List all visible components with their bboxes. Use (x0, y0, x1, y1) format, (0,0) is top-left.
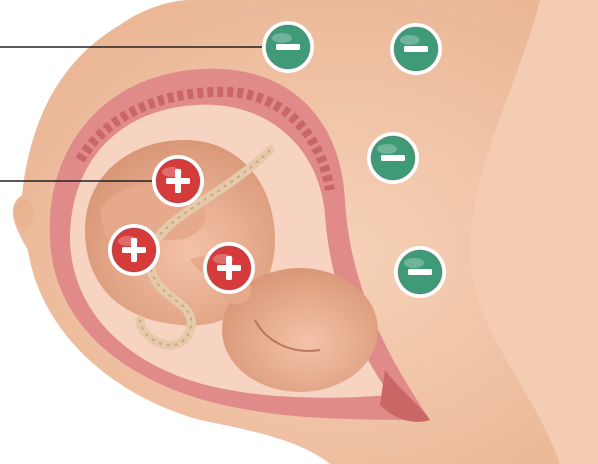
fetus-face-line (254, 319, 321, 352)
minus-icon (408, 269, 432, 275)
negative-marker (262, 21, 314, 73)
negative-marker (394, 246, 446, 298)
plus-icon (166, 169, 190, 193)
negative-marker-highlight (377, 144, 397, 154)
negative-marker-highlight (404, 258, 424, 268)
minus-icon (381, 155, 405, 161)
negative-marker-highlight (400, 35, 420, 45)
fetus-head (222, 268, 378, 392)
minus-icon (404, 46, 428, 52)
plus-icon (217, 256, 241, 280)
negative-marker (390, 23, 442, 75)
back-contour (470, 0, 598, 464)
minus-icon (276, 44, 300, 50)
positive-marker (203, 242, 255, 294)
charge-markers (108, 21, 446, 298)
uterus-muscle-band (75, 86, 335, 191)
navel (14, 199, 34, 227)
positive-marker (108, 224, 160, 276)
negative-marker (367, 132, 419, 184)
positive-marker (152, 155, 204, 207)
umbilical-cord-twist (139, 149, 271, 347)
cervix (380, 370, 430, 422)
plus-icon (122, 238, 146, 262)
negative-marker-highlight (272, 33, 292, 43)
leader-lines (0, 46, 262, 182)
